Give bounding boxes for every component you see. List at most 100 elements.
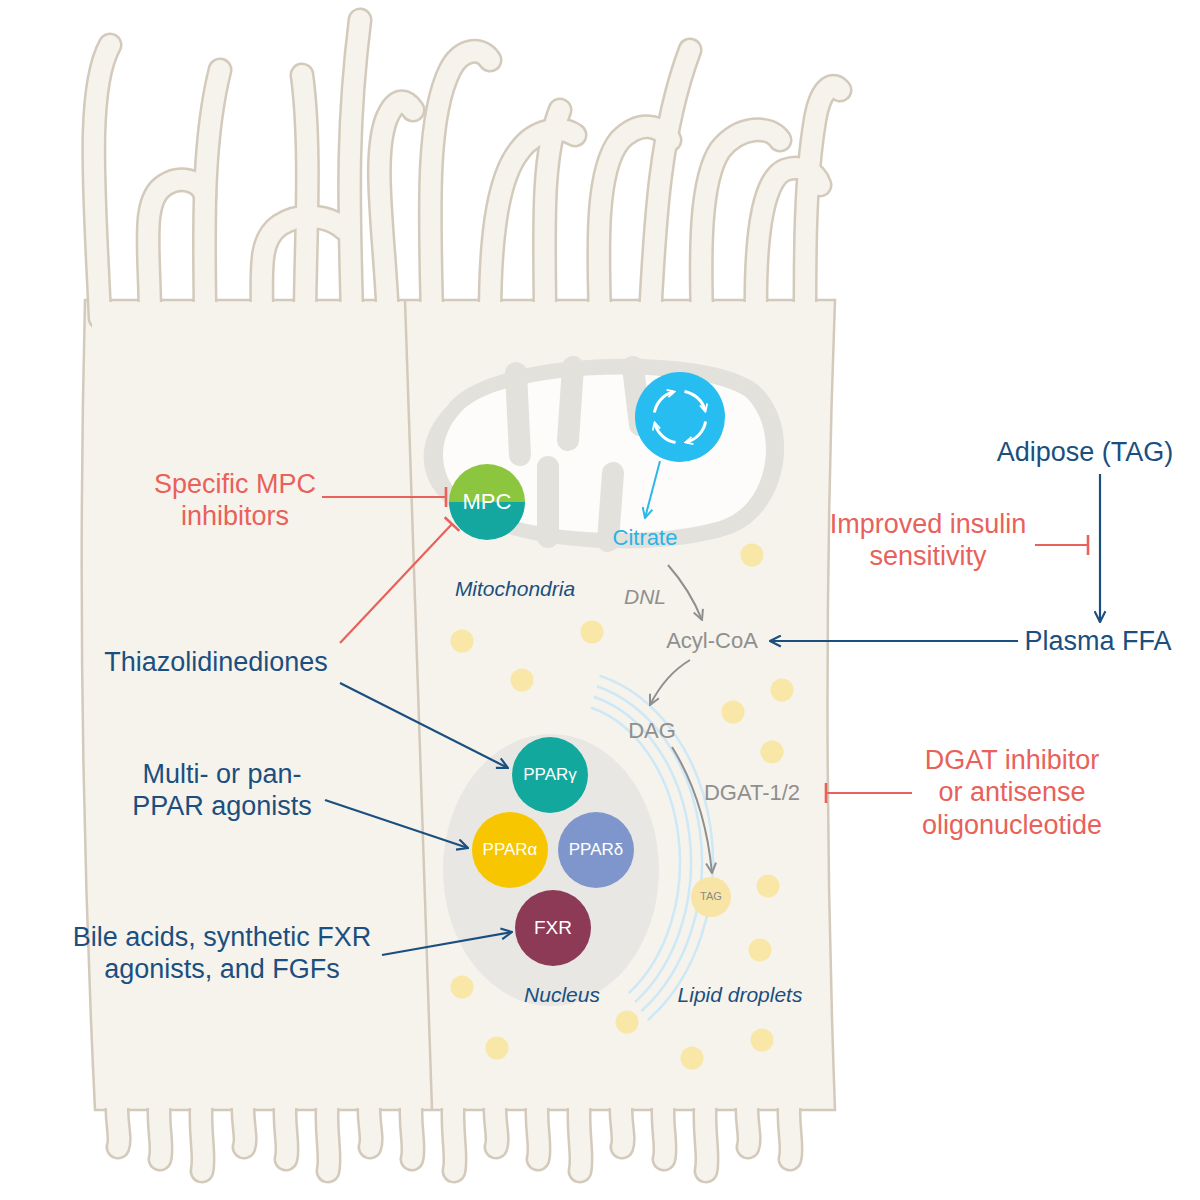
- agonist-arrow: [340, 683, 508, 768]
- microvillus-outline: [94, 45, 110, 318]
- node-label: MPC: [449, 464, 525, 540]
- dnl-arrow: [668, 565, 702, 620]
- lipid-droplet: [681, 1047, 704, 1070]
- annotation-label: Adipose (TAG): [975, 436, 1195, 468]
- node-label: PPARα: [472, 812, 548, 888]
- lipid-droplet: [451, 630, 474, 653]
- cell-cover: [92, 302, 828, 336]
- annotation-label: DAG: [622, 718, 682, 744]
- annotation-label: Multi- or pan-PPAR agonists: [122, 758, 322, 823]
- lipid-droplet: [486, 1037, 509, 1060]
- mitochondrion-crista: [537, 467, 559, 537]
- receptor-circle: [472, 812, 548, 888]
- dag-arrow: [650, 660, 690, 705]
- microvillus-fill: [302, 75, 307, 318]
- agonist-arrow: [325, 800, 468, 848]
- annotation-label: Plasma FFA: [1013, 625, 1183, 657]
- lipolysis-arrow: [1099, 474, 1101, 622]
- microvillus-fill: [379, 102, 413, 318]
- annotation-label: DGAT inhibitor or antisense oligonucleot…: [915, 744, 1110, 841]
- microvillus-fill: [805, 86, 840, 318]
- mitochondrion-outer: [424, 359, 785, 549]
- receptor-circle: [515, 890, 591, 966]
- annotation-label: Improved insulin sensitivity: [823, 508, 1033, 573]
- inhibition-line: [1035, 544, 1088, 546]
- inhibition-bar: [1087, 535, 1090, 555]
- tca-cycle-circle: [635, 372, 725, 462]
- microvillus-fill: [204, 70, 220, 318]
- inhibition-bar: [825, 783, 828, 803]
- molecule-circle: TAG: [691, 877, 731, 917]
- receptor-circle: [691, 877, 731, 917]
- node-label: PPARδ: [558, 812, 634, 888]
- node-label: Mitochondria: [440, 576, 590, 601]
- microvillus-outline: [379, 102, 413, 318]
- inhibition-bar: [445, 487, 448, 507]
- tag-arrow: [672, 747, 712, 873]
- node-label: TAG: [691, 877, 731, 917]
- molecule-circle: MPC: [449, 464, 525, 540]
- inhibition-line: [322, 496, 446, 498]
- lipid-droplet: [511, 669, 534, 692]
- node-label: Nucleus: [507, 982, 617, 1007]
- microvillus-outline: [805, 86, 840, 318]
- lipid-droplet: [751, 1029, 774, 1052]
- nucleus-ellipse: [443, 734, 659, 1006]
- lipid-droplet: [451, 976, 474, 999]
- molecule-circle: PPARγ: [512, 737, 588, 813]
- microvillus-fill: [94, 45, 110, 318]
- mitochondrion-crista: [633, 367, 640, 425]
- annotation-label: Thiazolidinediones: [86, 646, 346, 678]
- inhibition-bar: [445, 517, 460, 531]
- microvillus-outline: [544, 110, 560, 318]
- mitochondrion-crista: [568, 367, 573, 440]
- lipid-droplet: [761, 741, 784, 764]
- lipid-droplet: [757, 875, 780, 898]
- node-label: FXR: [515, 890, 591, 966]
- lipid-droplet: [771, 679, 794, 702]
- cell-cover: [100, 1076, 828, 1108]
- lipid-droplet: [581, 621, 604, 644]
- agonist-arrow: [382, 932, 512, 955]
- molecule-circle: PPARα: [472, 812, 548, 888]
- molecule-circle: FXR: [515, 890, 591, 966]
- tca-cycle-arrows: [654, 391, 705, 442]
- microvillus-outline: [350, 20, 360, 318]
- nucleus: Nucleus PPARγPPARαPPARδFXR: [440, 732, 662, 1017]
- cycle-arrow: [685, 391, 706, 410]
- annotation-label: Acyl-CoA: [657, 628, 767, 654]
- annotation-label: DGAT-1/2: [697, 780, 807, 806]
- annotation-label: Citrate: [595, 525, 695, 551]
- citrate-arrow: [645, 461, 660, 518]
- annotation-label: Specific MPC inhibitors: [143, 468, 328, 533]
- cell-boundary: [405, 300, 432, 1110]
- mitochondrion-crista: [516, 373, 520, 455]
- microvillus-outline: [650, 50, 690, 318]
- lipid-droplet: [749, 939, 772, 962]
- microvillus-outline: [302, 75, 307, 318]
- annotation-label: DNL: [615, 584, 675, 609]
- lipid-droplet: [722, 701, 745, 724]
- receptor-circle: [512, 737, 588, 813]
- microvillus-fill: [350, 20, 360, 318]
- inhibition-line: [340, 524, 452, 643]
- mitochondrion: Mitochondria MPC: [408, 345, 788, 600]
- cycle-arrow: [687, 422, 706, 443]
- cycle-arrow: [655, 424, 676, 443]
- ffa-arrow: [770, 640, 1018, 642]
- microvillus-fill: [544, 110, 560, 318]
- cycle-arrow: [654, 392, 673, 413]
- microvillus-fill: [650, 50, 690, 318]
- lipid-droplet: [741, 544, 764, 567]
- node-label: PPARγ: [512, 737, 588, 813]
- microvillus-fill: [490, 130, 575, 318]
- cell-body: [82, 300, 835, 1110]
- molecule-circle: PPARδ: [558, 812, 634, 888]
- receptor-circle: [558, 812, 634, 888]
- lipid-droplet: [616, 1011, 639, 1034]
- annotation-label: Bile acids, synthetic FXR agonists, and …: [67, 921, 377, 986]
